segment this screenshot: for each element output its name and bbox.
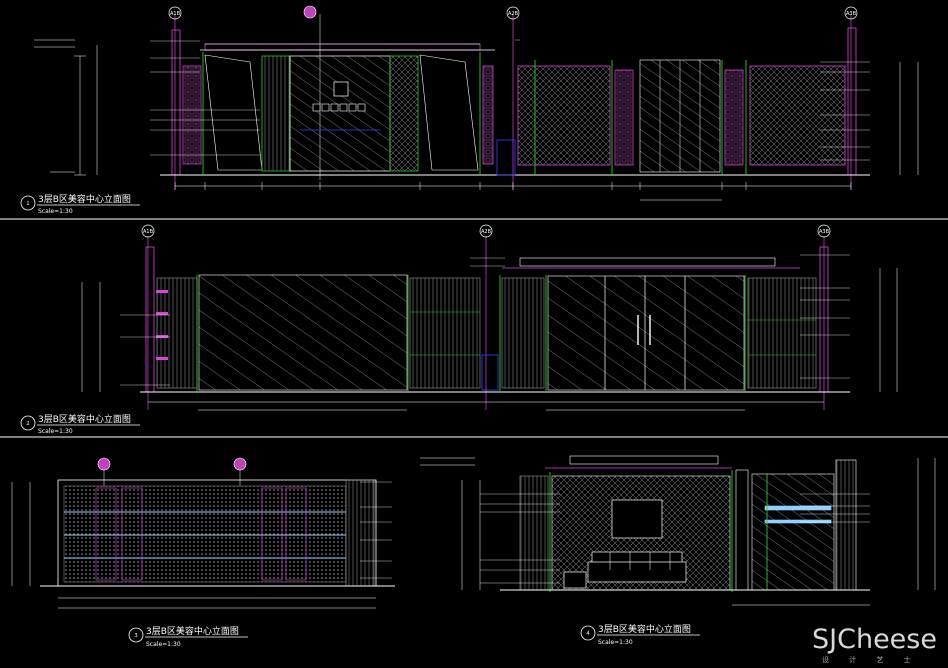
watermark-logo: SJCheese 设 计 艺 士: [812, 624, 937, 664]
view-scale: Scale=1:30: [38, 428, 73, 435]
view-title-block: 1 3层B区美容中心立面图 Scale=1:30: [20, 193, 140, 215]
svg-text:A3B: A3B: [819, 229, 830, 235]
section-marker: [233, 457, 247, 471]
axis-bubble: A1B: [168, 6, 182, 20]
section-marker: [97, 457, 111, 471]
elevation-3: 3 3层B区美容中心立面图 Scale=1:30: [11, 457, 395, 648]
axis-bubble: A3B: [817, 224, 831, 238]
svg-text:2: 2: [26, 421, 29, 427]
elevation-1: A1B A2B A3B: [20, 5, 919, 215]
svg-text:4: 4: [586, 631, 589, 637]
svg-text:1: 1: [26, 201, 29, 207]
axis-bubble: A2B: [506, 6, 520, 20]
view-title-block: 3 3层B区美容中心立面图 Scale=1:30: [128, 625, 248, 648]
view-title: 3层B区美容中心立面图: [38, 193, 131, 205]
view-title: 3层B区美容中心立面图: [38, 413, 131, 425]
axis-bubble: A3B: [844, 6, 858, 20]
view-scale: Scale=1:30: [146, 641, 181, 648]
svg-text:A2B: A2B: [508, 11, 519, 17]
svg-text:A1B: A1B: [143, 229, 154, 235]
axis-bubble: A1B: [141, 224, 155, 238]
svg-text:SJCheese: SJCheese: [812, 624, 937, 655]
view-title-block: 2 3层B区美容中心立面图 Scale=1:30: [20, 413, 140, 435]
view-title: 3层B区美容中心立面图: [146, 625, 239, 637]
axis-bubble: A2B: [479, 224, 493, 238]
elevation-4: 4 3层B区美容中心立面图 Scale=1:30: [420, 455, 936, 646]
view-title-block: 4 3层B区美容中心立面图 Scale=1:30: [580, 623, 700, 646]
svg-text:A2B: A2B: [481, 229, 492, 235]
svg-text:设 计 艺 士: 设 计 艺 士: [822, 655, 920, 664]
svg-text:A1B: A1B: [170, 11, 181, 17]
view-title: 3层B区美容中心立面图: [598, 623, 691, 635]
elevation-2: A1B A2B A3B: [20, 224, 898, 435]
view-scale: Scale=1:30: [598, 639, 633, 646]
section-marker: [303, 5, 317, 19]
svg-text:3: 3: [134, 633, 137, 639]
view-scale: Scale=1:30: [38, 208, 73, 215]
svg-text:A3B: A3B: [846, 11, 857, 17]
